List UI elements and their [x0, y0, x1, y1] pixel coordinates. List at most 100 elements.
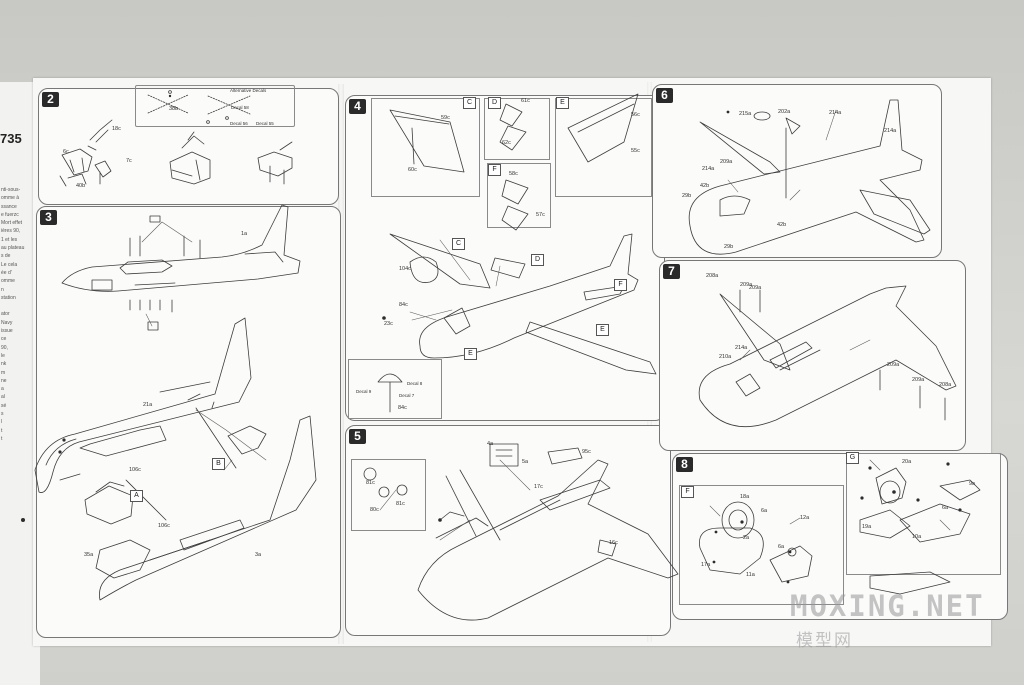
detail-subpanel — [351, 459, 426, 531]
part-tag: B — [212, 458, 225, 470]
left-page-text: nti-sous- omme à ssance e fuerzc Mort ef… — [1, 187, 25, 442]
step-number: 6 — [656, 88, 673, 103]
part-tag: C — [452, 238, 465, 250]
step-8-panel: 8 — [672, 453, 1008, 620]
decal-label: Decal 56 — [230, 121, 248, 126]
part-label: 209a — [887, 362, 900, 368]
step-number: 5 — [349, 429, 366, 444]
page-fold — [338, 84, 344, 644]
part-label: 18c — [112, 126, 121, 132]
part-label: 5a — [522, 459, 529, 465]
subpanel-f — [487, 163, 551, 228]
part-label: 209a — [912, 377, 925, 383]
part-label: 58c — [509, 171, 518, 177]
step-number: 2 — [42, 92, 59, 107]
step-number: 8 — [676, 457, 693, 472]
step-6-drawings — [688, 99, 931, 255]
part-label: 59c — [441, 115, 450, 121]
part-label: 17c — [534, 484, 543, 490]
part-label: 10a — [912, 534, 922, 540]
watermark: MOXING.NET — [790, 589, 985, 623]
part-label: 104c — [399, 266, 411, 272]
part-label: 61c — [521, 98, 530, 104]
part-label: 6a — [942, 505, 949, 511]
part-tag: F — [488, 164, 501, 176]
part-label: 81c — [366, 480, 375, 486]
subpanel-g — [846, 453, 1001, 575]
step-3-panel: 3 — [36, 206, 341, 638]
part-label: 214a — [735, 345, 748, 351]
part-tag: E — [596, 324, 609, 336]
part-label: 209a — [720, 159, 733, 165]
decal-label: Decal 8 — [407, 381, 423, 386]
part-label: 12a — [800, 515, 810, 521]
part-label: 2a — [743, 535, 750, 541]
part-label: 4a — [487, 441, 494, 447]
part-label: 106c — [158, 523, 170, 529]
part-label: 17a — [701, 562, 711, 568]
part-label: 55c — [631, 148, 640, 154]
part-label: 21a — [143, 402, 153, 408]
part-label: 38b — [169, 106, 179, 112]
subpanel-c — [371, 98, 480, 197]
part-label: 20a — [902, 459, 912, 465]
step-4-panel: 4 — [345, 95, 665, 421]
subpanel-d — [484, 98, 550, 160]
decal-label: Decal 58 — [231, 105, 249, 110]
part-label: 208a — [706, 273, 719, 279]
step-8-drawings — [699, 467, 981, 595]
part-tag: C — [463, 97, 476, 109]
step-number: 3 — [40, 210, 57, 225]
part-label: 214a — [884, 128, 897, 134]
subpanel-f — [679, 485, 844, 605]
part-tag: E — [556, 97, 569, 109]
part-label: 209a — [749, 285, 762, 291]
decal-label: Decal 55 — [256, 121, 274, 126]
part-label: 6a — [761, 508, 768, 514]
step-6-panel: 6 — [652, 84, 942, 258]
step-5-panel: 5 — [345, 425, 671, 636]
part-label: 210a — [719, 354, 732, 360]
part-label: 95c — [582, 449, 591, 455]
watermark-chinese: 模型网 — [796, 631, 853, 651]
part-label: 214a — [829, 110, 842, 116]
part-label: 23c — [384, 321, 393, 327]
part-label: 57c — [536, 212, 545, 218]
part-tag: E — [464, 348, 477, 360]
part-label: 208a — [939, 382, 952, 388]
part-tag: F — [681, 486, 694, 498]
decal-label: Decal 7 — [399, 393, 415, 398]
part-label: 18a — [740, 494, 750, 500]
left-page-title: 735 — [0, 131, 22, 146]
part-label: 3a — [255, 552, 262, 558]
part-label: 9a — [969, 481, 976, 487]
step-4-drawings — [377, 93, 657, 413]
part-label: 16c — [609, 540, 618, 546]
step-3-drawings — [34, 204, 317, 601]
part-label: 42b — [777, 222, 787, 228]
part-label: 84c — [398, 405, 407, 411]
step-7-drawings — [698, 285, 957, 427]
part-label: 56c — [631, 112, 640, 118]
part-tag: A — [130, 490, 143, 502]
decal-label: Decal 9 — [356, 389, 372, 394]
decal-label: Alternative Decals — [230, 88, 267, 93]
part-tag: G — [846, 452, 859, 464]
part-label: 29b — [724, 244, 734, 250]
part-label: 42b — [700, 183, 710, 189]
part-label: 7c — [126, 158, 132, 164]
step-2-panel: 2 — [38, 85, 339, 205]
part-tag: D — [488, 97, 501, 109]
part-label: 81c — [396, 501, 405, 507]
step-number: 4 — [349, 99, 366, 114]
part-label: 106c — [129, 467, 141, 473]
part-label: 214a — [702, 166, 715, 172]
part-label: 29b — [682, 193, 692, 199]
part-label: 80c — [370, 507, 379, 513]
part-label: 84c — [399, 302, 408, 308]
part-label: 40b — [76, 183, 86, 189]
step-2-drawings — [59, 90, 293, 187]
part-label: 6a — [778, 544, 785, 550]
decal-subpanel — [348, 359, 442, 419]
